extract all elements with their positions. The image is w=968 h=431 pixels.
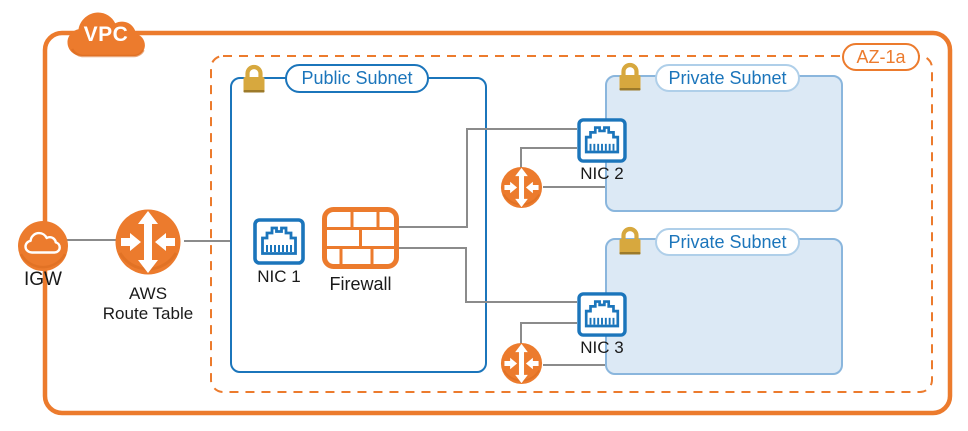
lock-icon [240,63,268,95]
private-subnet-2-badge: Private Subnet [655,228,800,256]
lock-icon [616,61,644,93]
firewall-icon [322,207,399,269]
private-subnet-1-box [605,75,843,212]
igw-icon [18,221,68,271]
nic1-icon [253,218,305,265]
nic3-label: NIC 3 [580,338,624,357]
public-subnet-label: Public Subnet [301,68,413,88]
private-subnet-2-label: Private Subnet [668,231,787,252]
lock-icon [616,225,644,257]
igw-label: IGW [24,269,62,290]
line-router2-nic2 [520,147,577,168]
firewall-label: Firewall [329,274,392,294]
private-subnet-2-box [605,238,843,375]
nic3-icon [577,292,627,337]
private-subnet-1-label: Private Subnet [668,67,787,88]
vpc-label: VPC [83,23,129,46]
nic2-icon [577,118,627,163]
line-router3-nic3 [520,322,577,344]
route-table-label: AWS Route Table [102,284,194,323]
router-icon [500,342,543,385]
route-table-icon [114,208,182,276]
router-icon [500,166,543,209]
nic2-label: NIC 2 [580,164,624,183]
nic1-label: NIC 1 [257,267,301,286]
public-subnet-badge: Public Subnet [285,64,429,93]
az-label: AZ-1a [856,46,906,67]
private-subnet-1-badge: Private Subnet [655,64,800,92]
az-badge: AZ-1a [842,43,920,71]
